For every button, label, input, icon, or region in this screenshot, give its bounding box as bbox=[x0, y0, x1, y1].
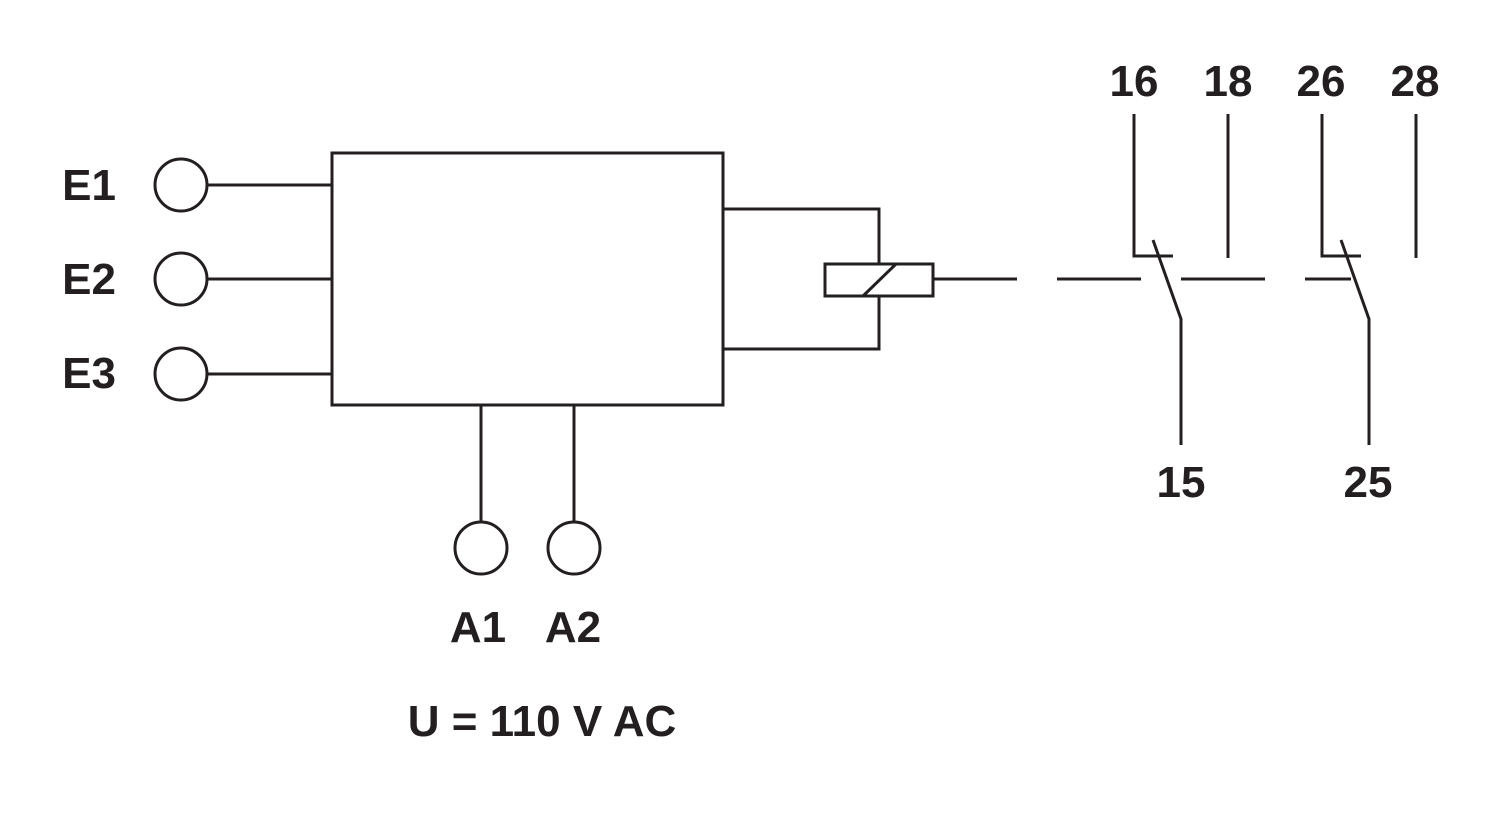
label-15: 15 bbox=[1157, 458, 1206, 507]
changeover-contact-2-icon bbox=[1339, 239, 1371, 445]
label-16: 16 bbox=[1110, 57, 1159, 106]
label-e3: E3 bbox=[62, 349, 116, 398]
supply-voltage-label: U = 110 V AC bbox=[408, 697, 677, 746]
label-25: 25 bbox=[1344, 458, 1393, 507]
changeover-contact-1-icon bbox=[1151, 239, 1183, 445]
label-26: 26 bbox=[1297, 57, 1346, 106]
contact-26-lead bbox=[1320, 114, 1361, 258]
terminal-a2 bbox=[546, 520, 602, 576]
terminal-a1 bbox=[453, 520, 509, 576]
relay-coil-slash bbox=[861, 262, 898, 298]
terminal-e1 bbox=[153, 157, 209, 213]
label-28: 28 bbox=[1391, 57, 1440, 106]
control-module-box bbox=[330, 151, 725, 407]
label-18: 18 bbox=[1204, 57, 1253, 106]
terminal-e2 bbox=[153, 251, 209, 307]
contact-16-lead bbox=[1132, 114, 1173, 258]
terminal-e3 bbox=[153, 346, 209, 402]
coil-wire-upper bbox=[723, 207, 881, 264]
coil-wire-lower bbox=[723, 296, 881, 351]
label-a1: A1 bbox=[450, 603, 506, 652]
label-a2: A2 bbox=[545, 603, 601, 652]
label-e2: E2 bbox=[62, 255, 116, 304]
label-e1: E1 bbox=[62, 161, 116, 210]
